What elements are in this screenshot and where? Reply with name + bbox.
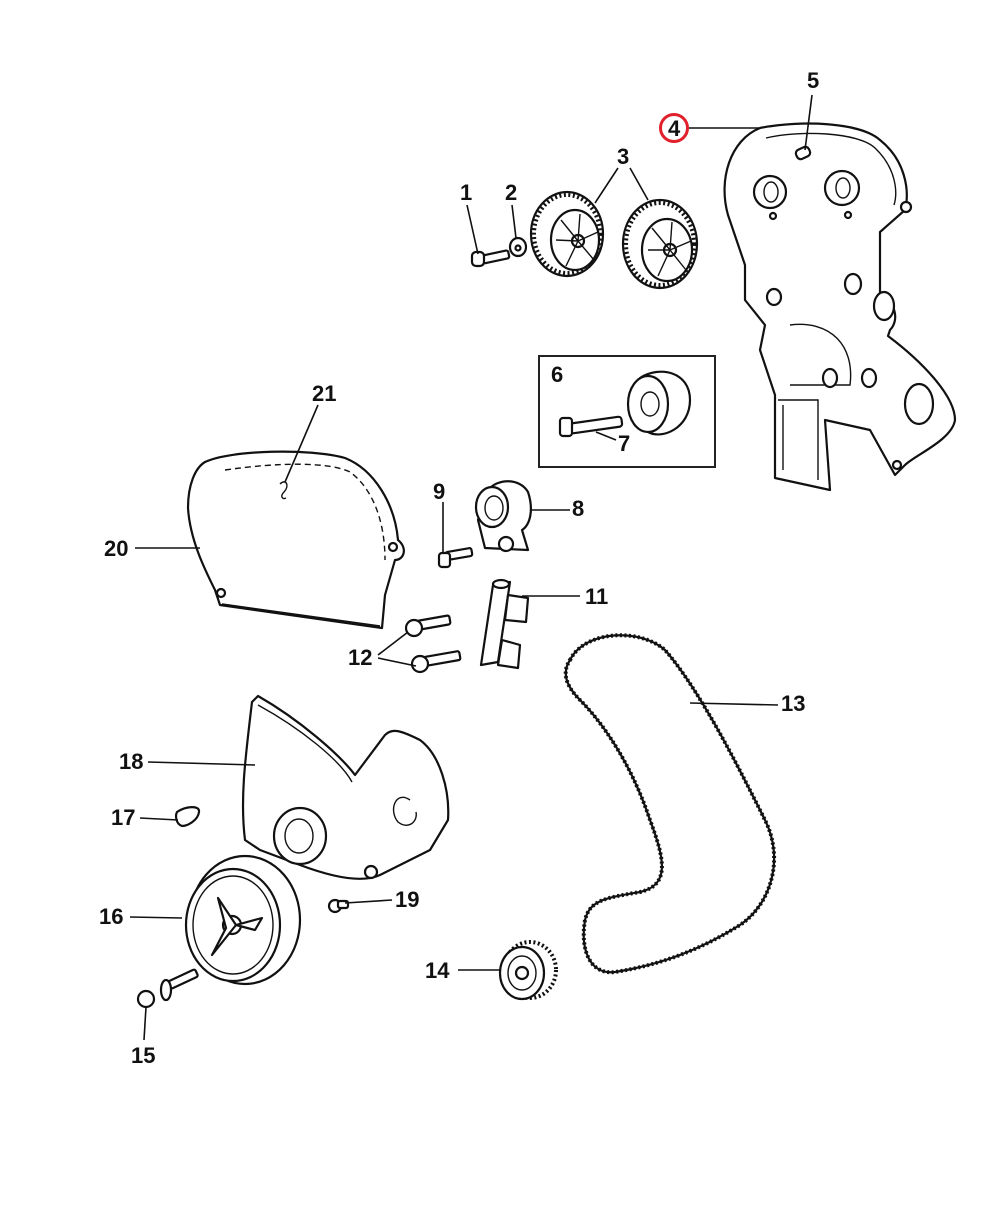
idler-kit-callout-box	[538, 355, 716, 468]
camshaft-sprockets[interactable]	[529, 190, 699, 290]
tensioner-pulley[interactable]	[474, 480, 532, 553]
highlight-circle	[659, 113, 689, 143]
label-3[interactable]: 3	[617, 144, 630, 169]
label-8[interactable]: 8	[572, 496, 585, 521]
label-19[interactable]: 19	[395, 887, 420, 912]
woodruff-key[interactable]	[174, 806, 201, 828]
label-13[interactable]: 13	[781, 691, 806, 716]
idler-bolt[interactable]	[558, 415, 624, 438]
lower-timing-cover[interactable]	[241, 694, 450, 880]
label-1[interactable]: 1	[460, 180, 473, 205]
crank-bolt-washer[interactable]	[136, 968, 199, 1009]
washer[interactable]	[508, 236, 528, 258]
label-7[interactable]: 7	[618, 431, 631, 456]
damper-bolts[interactable]	[404, 614, 462, 674]
label-21[interactable]: 21	[312, 381, 337, 406]
rear-timing-cover[interactable]	[723, 122, 957, 492]
crankshaft-sprocket[interactable]	[498, 940, 558, 1001]
label-15[interactable]: 15	[131, 1043, 156, 1068]
label-6[interactable]: 6	[551, 362, 564, 387]
camshaft-sprocket-left	[529, 190, 605, 278]
upper-timing-cover[interactable]	[186, 450, 405, 630]
timing-belt[interactable]	[563, 633, 777, 975]
camshaft-sprocket-right	[621, 198, 699, 290]
label-12[interactable]: 12	[348, 645, 373, 670]
idler-pulley[interactable]	[626, 370, 692, 436]
label-16[interactable]: 16	[99, 904, 124, 929]
label-20[interactable]: 20	[104, 536, 129, 561]
label-14[interactable]: 14	[425, 958, 450, 983]
cover-bolt[interactable]	[327, 898, 350, 914]
label-5[interactable]: 5	[807, 68, 820, 93]
leader-lines	[129, 94, 813, 1041]
label-4[interactable]: 4	[668, 116, 681, 141]
dowel[interactable]	[794, 145, 812, 161]
label-2[interactable]: 2	[505, 180, 518, 205]
cover-plug[interactable]	[279, 481, 288, 500]
crankshaft-pulley[interactable]	[184, 854, 302, 986]
tensioner-damper[interactable]	[479, 578, 530, 670]
label-17[interactable]: 17	[111, 805, 136, 830]
tensioner-bolt[interactable]	[437, 547, 474, 569]
label-18[interactable]: 18	[119, 749, 144, 774]
label-9[interactable]: 9	[433, 479, 446, 504]
label-11[interactable]: 11	[585, 584, 609, 609]
